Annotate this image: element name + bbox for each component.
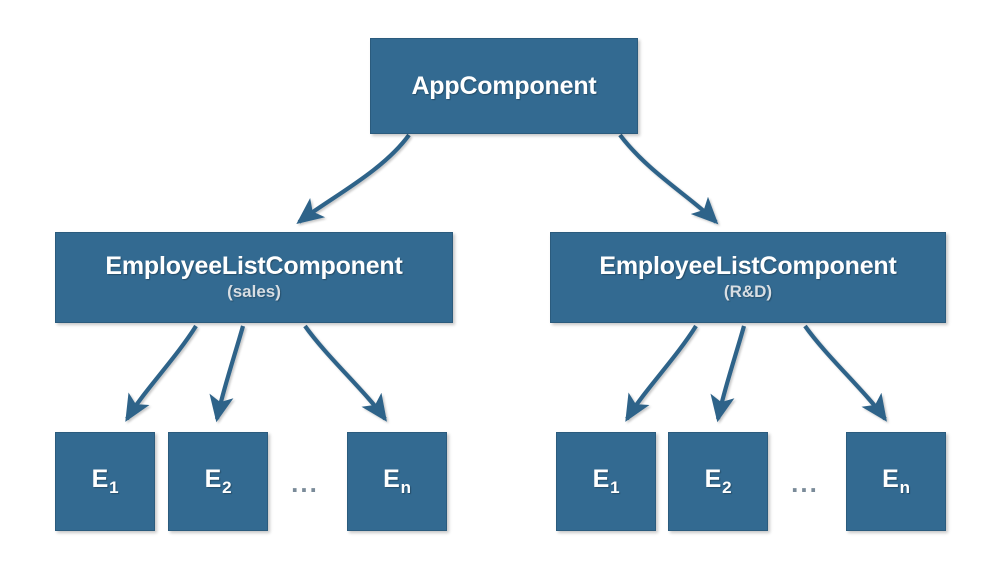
edge-app-to-sales xyxy=(296,133,411,225)
node-employee-left-n-subscript: n xyxy=(400,477,411,497)
node-employee-left-2[interactable]: E2 xyxy=(168,432,268,531)
node-employee-left-1-subscript: 1 xyxy=(109,477,119,497)
node-employee-right-1-subscript: 1 xyxy=(610,477,620,497)
node-employee-right-n-subscript: n xyxy=(899,477,910,497)
node-employee-left-n-base: E xyxy=(383,465,400,494)
node-employee-right-n-label: En xyxy=(882,466,910,496)
node-employee-right-1-base: E xyxy=(592,465,610,494)
node-employee-right-2-label: E2 xyxy=(705,466,732,496)
ellipsis-right: ... xyxy=(791,468,819,498)
node-employee-right-1-label: E1 xyxy=(593,466,620,496)
node-employee-list-sales[interactable]: EmployeeListComponent (sales) xyxy=(55,232,453,323)
node-employee-right-2-base: E xyxy=(704,465,722,494)
ellipsis-left: ... xyxy=(291,468,319,498)
node-employee-left-2-subscript: 2 xyxy=(222,477,232,497)
node-employee-right-2[interactable]: E2 xyxy=(668,432,768,531)
node-app-component[interactable]: AppComponent xyxy=(370,38,638,134)
node-employee-left-1-label: E1 xyxy=(92,466,119,496)
node-employee-right-2-subscript: 2 xyxy=(722,477,732,497)
node-app-component-label: AppComponent xyxy=(411,71,597,100)
node-employee-list-sales-subtitle: (sales) xyxy=(227,282,281,302)
node-employee-list-rnd-subtitle: (R&D) xyxy=(723,282,773,302)
node-employee-left-n[interactable]: En xyxy=(347,432,447,531)
node-employee-left-2-base: E xyxy=(204,465,222,494)
node-employee-list-rnd[interactable]: EmployeeListComponent (R&D) xyxy=(550,232,946,323)
edge-sales-to-e2 xyxy=(209,325,246,423)
edge-app-to-rnd xyxy=(618,133,719,225)
node-employee-list-rnd-label: EmployeeListComponent xyxy=(599,251,897,280)
edge-rnd-to-en xyxy=(803,324,887,422)
node-employee-left-2-label: E2 xyxy=(205,466,232,496)
edge-rnd-to-e2 xyxy=(710,325,747,423)
edge-sales-to-e1 xyxy=(125,324,198,422)
node-employee-left-1[interactable]: E1 xyxy=(55,432,155,531)
node-employee-right-1[interactable]: E1 xyxy=(556,432,656,531)
node-employee-left-n-label: En xyxy=(383,466,411,496)
edge-rnd-to-e1 xyxy=(625,324,698,422)
node-employee-right-n[interactable]: En xyxy=(846,432,946,531)
edge-sales-to-en xyxy=(303,324,387,422)
node-employee-left-1-base: E xyxy=(91,465,109,494)
node-employee-list-sales-label: EmployeeListComponent xyxy=(105,251,403,280)
node-employee-right-n-base: E xyxy=(882,465,899,494)
